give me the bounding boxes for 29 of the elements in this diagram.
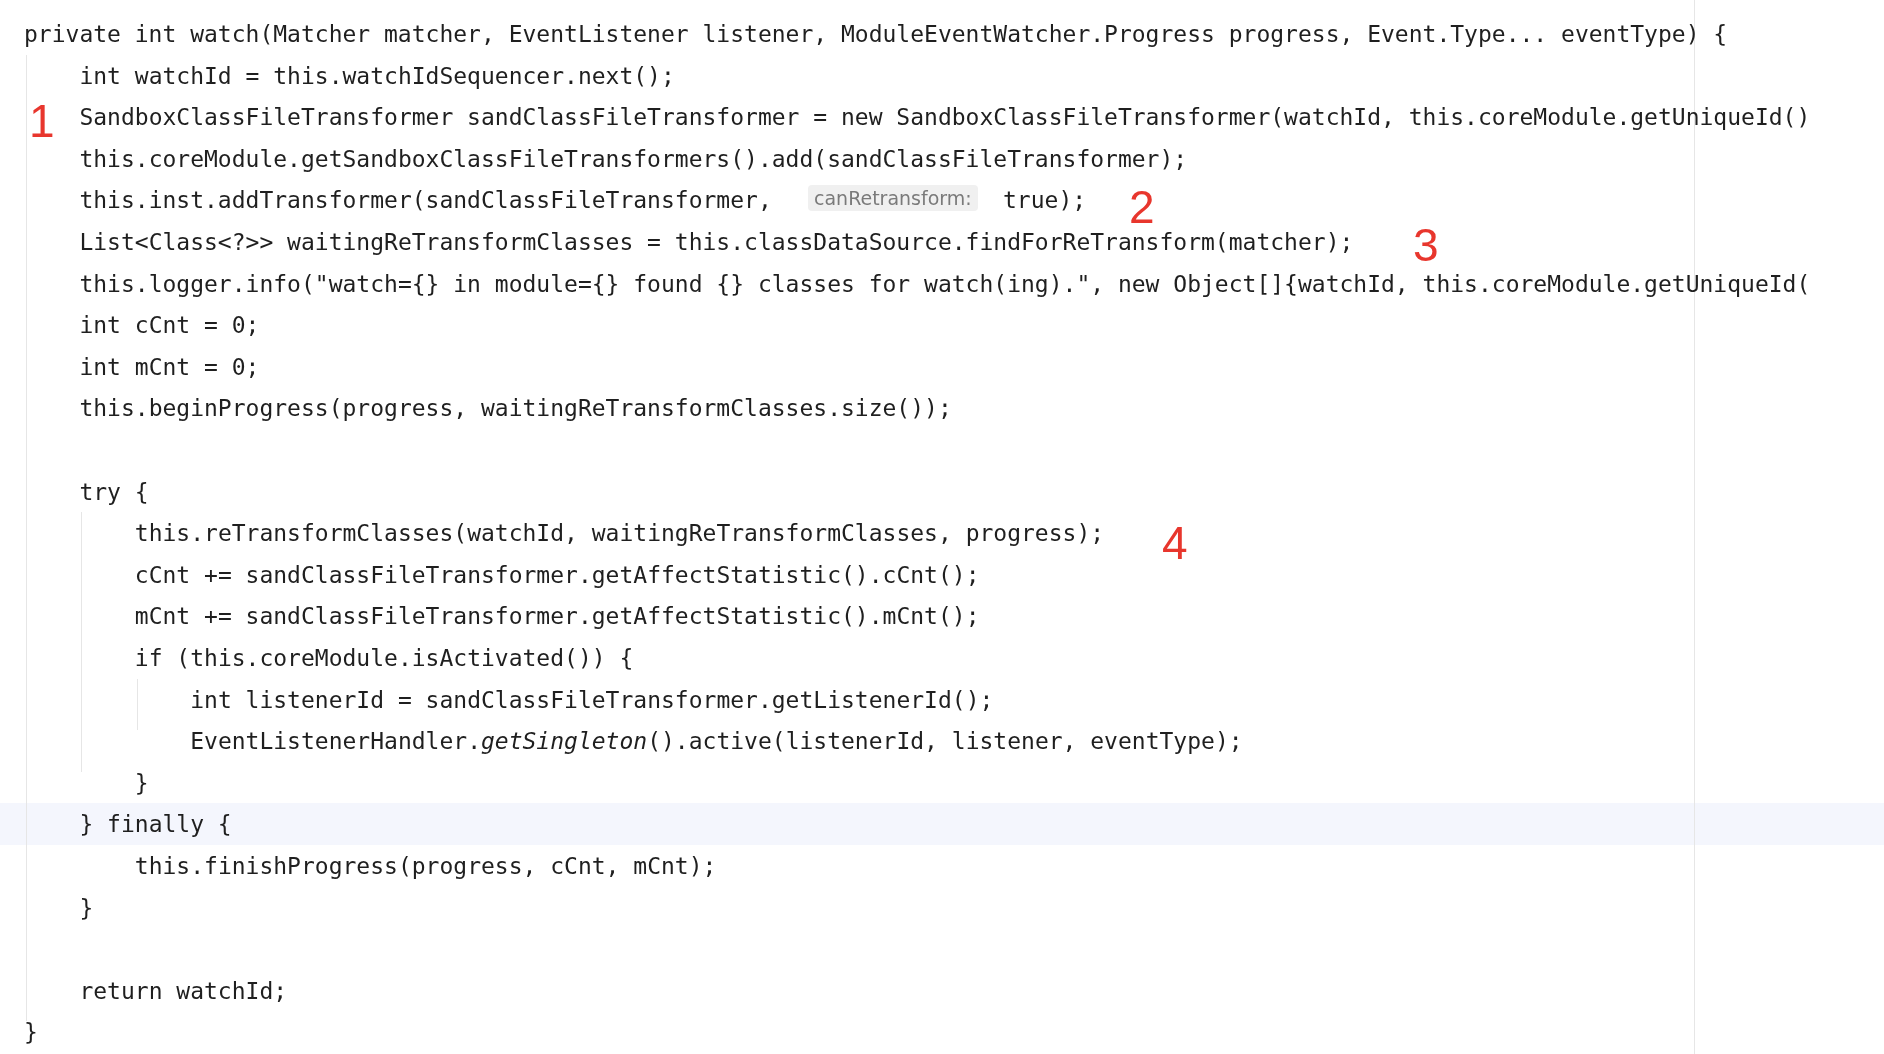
code-line: }	[24, 1018, 38, 1048]
code-line: this.finishProgress(progress, cCnt, mCnt);	[134, 852, 717, 881]
code-line: }	[79, 893, 94, 923]
parameter-hint: canRetransform:	[808, 185, 978, 212]
code-line: true);	[1003, 186, 1087, 216]
code-line: int cCnt = 0;	[79, 311, 260, 341]
code-line: private int watch(Matcher matcher, EventListener listener, ModuleEventWatcher.Progress progress, Event.Type... eventType) {	[24, 20, 1728, 49]
code-line: this.inst.addTransformer(sandClassFileTransformer,	[79, 186, 772, 216]
code-line: List<Class<?>> waitingReTransformClasses = this.classDataSource.findForReTransform(matcher);	[79, 228, 1354, 257]
code-line: this.beginProgress(progress, waitingReTransformClasses.size());	[79, 394, 952, 424]
code-line: mCnt += sandClassFileTransformer.getAffectStatistic().mCnt();	[134, 602, 980, 632]
code-line: try {	[79, 477, 149, 507]
code-line: this.coreModule.getSandboxClassFileTransformers().add(sandClassFileTransformer);	[79, 144, 1188, 174]
code-line: int listenerId = sandClassFileTransformer.getListenerId();	[190, 685, 994, 715]
code-line: EventListenerHandler.getSingleton().active(listenerId, listener, eventType);	[190, 727, 1243, 757]
code-line: int watchId = this.watchIdSequencer.next();	[79, 61, 675, 91]
code-line: int mCnt = 0;	[79, 352, 260, 382]
callout-number: 4	[1162, 520, 1188, 566]
code-line: cCnt += sandClassFileTransformer.getAffectStatistic().cCnt();	[134, 560, 980, 590]
code-line: SandboxClassFileTransformer sandClassFileTransformer = new SandboxClassFileTransformer(watchId, this.coreModule.getUniqueId()	[79, 103, 1811, 133]
callout-number: 3	[1413, 222, 1439, 268]
code-line: this.logger.info("watch={} in module={} found {} classes for watch(ing).", new Object[]{watchId, this.coreModule.getUniqueId(	[79, 269, 1811, 299]
code-line: } finally {	[79, 810, 232, 840]
callout-number: 1	[29, 98, 55, 144]
code-line: if (this.coreModule.isActivated()) {	[134, 644, 634, 673]
code-line: }	[134, 768, 149, 798]
code-line: this.reTransformClasses(watchId, waitingReTransformClasses, progress);	[134, 519, 1105, 549]
callout-number: 2	[1129, 184, 1155, 230]
code-line: return watchId;	[79, 976, 288, 1006]
